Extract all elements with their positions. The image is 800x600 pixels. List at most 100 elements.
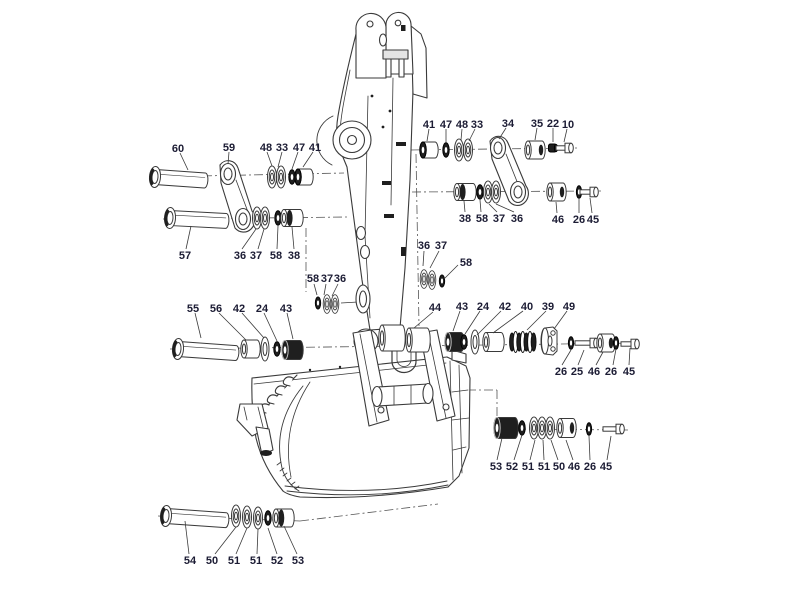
part-label-26: 26 bbox=[605, 366, 617, 378]
part-38-bushBand bbox=[453, 183, 477, 201]
leader-line bbox=[331, 283, 339, 297]
part-label-26: 26 bbox=[573, 214, 585, 226]
part-47-oring bbox=[442, 142, 450, 158]
leader-line bbox=[276, 225, 279, 250]
part-label-48: 48 bbox=[260, 142, 272, 154]
part-37-washer bbox=[260, 206, 270, 230]
part-45-bolt bbox=[579, 186, 599, 198]
part-label-35: 35 bbox=[531, 118, 543, 130]
hardware-parts bbox=[148, 138, 640, 530]
leader-line bbox=[323, 283, 327, 296]
leader-line bbox=[286, 312, 294, 340]
leader-line bbox=[479, 199, 482, 213]
part-label-22: 22 bbox=[547, 118, 559, 130]
part-48-washer bbox=[454, 138, 464, 162]
part-label-10: 10 bbox=[562, 119, 574, 131]
part-35-bushR bbox=[524, 140, 546, 160]
leader-line bbox=[429, 250, 440, 269]
part-label-34: 34 bbox=[502, 118, 515, 130]
leader-line bbox=[561, 349, 572, 366]
part-53-bushBand bbox=[272, 508, 295, 528]
part-label-37: 37 bbox=[250, 250, 262, 262]
leader-line bbox=[241, 312, 265, 339]
leader-line bbox=[267, 527, 278, 555]
axis-line bbox=[299, 503, 439, 522]
leader-line bbox=[492, 310, 524, 334]
part-33-washer bbox=[463, 138, 473, 162]
part-50-washer bbox=[545, 416, 555, 440]
part-50-washer bbox=[231, 504, 241, 528]
leader-line bbox=[542, 439, 545, 461]
part-40-bushW bbox=[482, 332, 505, 352]
part-label-51: 51 bbox=[522, 461, 534, 473]
part-label-41: 41 bbox=[423, 119, 435, 131]
part-label-46: 46 bbox=[588, 366, 600, 378]
part-label-45: 45 bbox=[600, 461, 612, 473]
leader-line bbox=[606, 435, 612, 461]
part-43-bushD bbox=[281, 340, 304, 360]
part-58-oring bbox=[314, 296, 322, 310]
part-label-58: 58 bbox=[476, 213, 488, 225]
leader-line bbox=[313, 283, 318, 296]
bucket-linkage bbox=[352, 329, 456, 427]
part-label-42: 42 bbox=[499, 301, 511, 313]
leader-line bbox=[628, 347, 631, 366]
part-label-36: 36 bbox=[334, 273, 346, 285]
leader-line bbox=[529, 439, 536, 461]
part-51-washer bbox=[253, 506, 263, 530]
part-36-washer bbox=[330, 294, 340, 314]
part-label-59: 59 bbox=[223, 142, 235, 154]
part-41-bushA bbox=[294, 168, 314, 186]
part-37-washer bbox=[322, 294, 332, 314]
part-label-51: 51 bbox=[228, 555, 240, 567]
part-label-38: 38 bbox=[459, 213, 471, 225]
leader-line bbox=[194, 312, 202, 339]
dipper-arm bbox=[316, 11, 428, 354]
leader-line bbox=[460, 128, 463, 141]
part-38-bushBand bbox=[280, 209, 304, 227]
leader-line bbox=[227, 151, 230, 165]
part-36-washer bbox=[419, 269, 429, 289]
clevis-crossbar bbox=[382, 49, 409, 60]
leader-line bbox=[413, 311, 434, 329]
bucket bbox=[236, 349, 471, 499]
part-label-33: 33 bbox=[471, 119, 483, 131]
leader-line bbox=[422, 250, 425, 267]
center-shackle bbox=[391, 345, 417, 374]
leader-line bbox=[283, 525, 298, 555]
part-44-bushW bbox=[405, 327, 431, 353]
leader-line bbox=[526, 310, 547, 331]
part-54-pin bbox=[159, 505, 230, 529]
leader-line bbox=[534, 127, 538, 141]
leader-line bbox=[214, 526, 237, 555]
part-label-45: 45 bbox=[587, 214, 599, 226]
leader-line bbox=[291, 151, 299, 170]
leader-line bbox=[426, 128, 430, 142]
part-label-37: 37 bbox=[321, 273, 333, 285]
leader-line bbox=[257, 228, 265, 250]
leader-line bbox=[476, 310, 502, 336]
part-label-45: 45 bbox=[623, 366, 635, 378]
part-58-oring bbox=[438, 274, 446, 288]
part-label-58: 58 bbox=[460, 257, 472, 269]
part-10-bolt bbox=[555, 142, 574, 154]
part-label-39: 39 bbox=[542, 301, 554, 313]
leader-line bbox=[498, 127, 507, 140]
part-58-oring bbox=[476, 184, 484, 200]
part-label-54: 54 bbox=[184, 555, 197, 567]
part-label-41: 41 bbox=[309, 142, 321, 154]
part-label-53: 53 bbox=[490, 461, 502, 473]
part-36-washer bbox=[491, 180, 501, 204]
side-cutter bbox=[236, 403, 274, 456]
leader-line bbox=[179, 152, 189, 171]
part-label-51: 51 bbox=[538, 461, 550, 473]
part-57-pin bbox=[163, 207, 230, 229]
leader-line bbox=[513, 434, 523, 461]
leader-line bbox=[495, 203, 515, 213]
part-60-pin bbox=[148, 166, 209, 189]
part-37-washer bbox=[427, 270, 437, 290]
leader-line bbox=[553, 310, 568, 330]
leader-line bbox=[488, 203, 498, 213]
leader-line bbox=[235, 527, 248, 555]
part-label-26: 26 bbox=[584, 461, 596, 473]
